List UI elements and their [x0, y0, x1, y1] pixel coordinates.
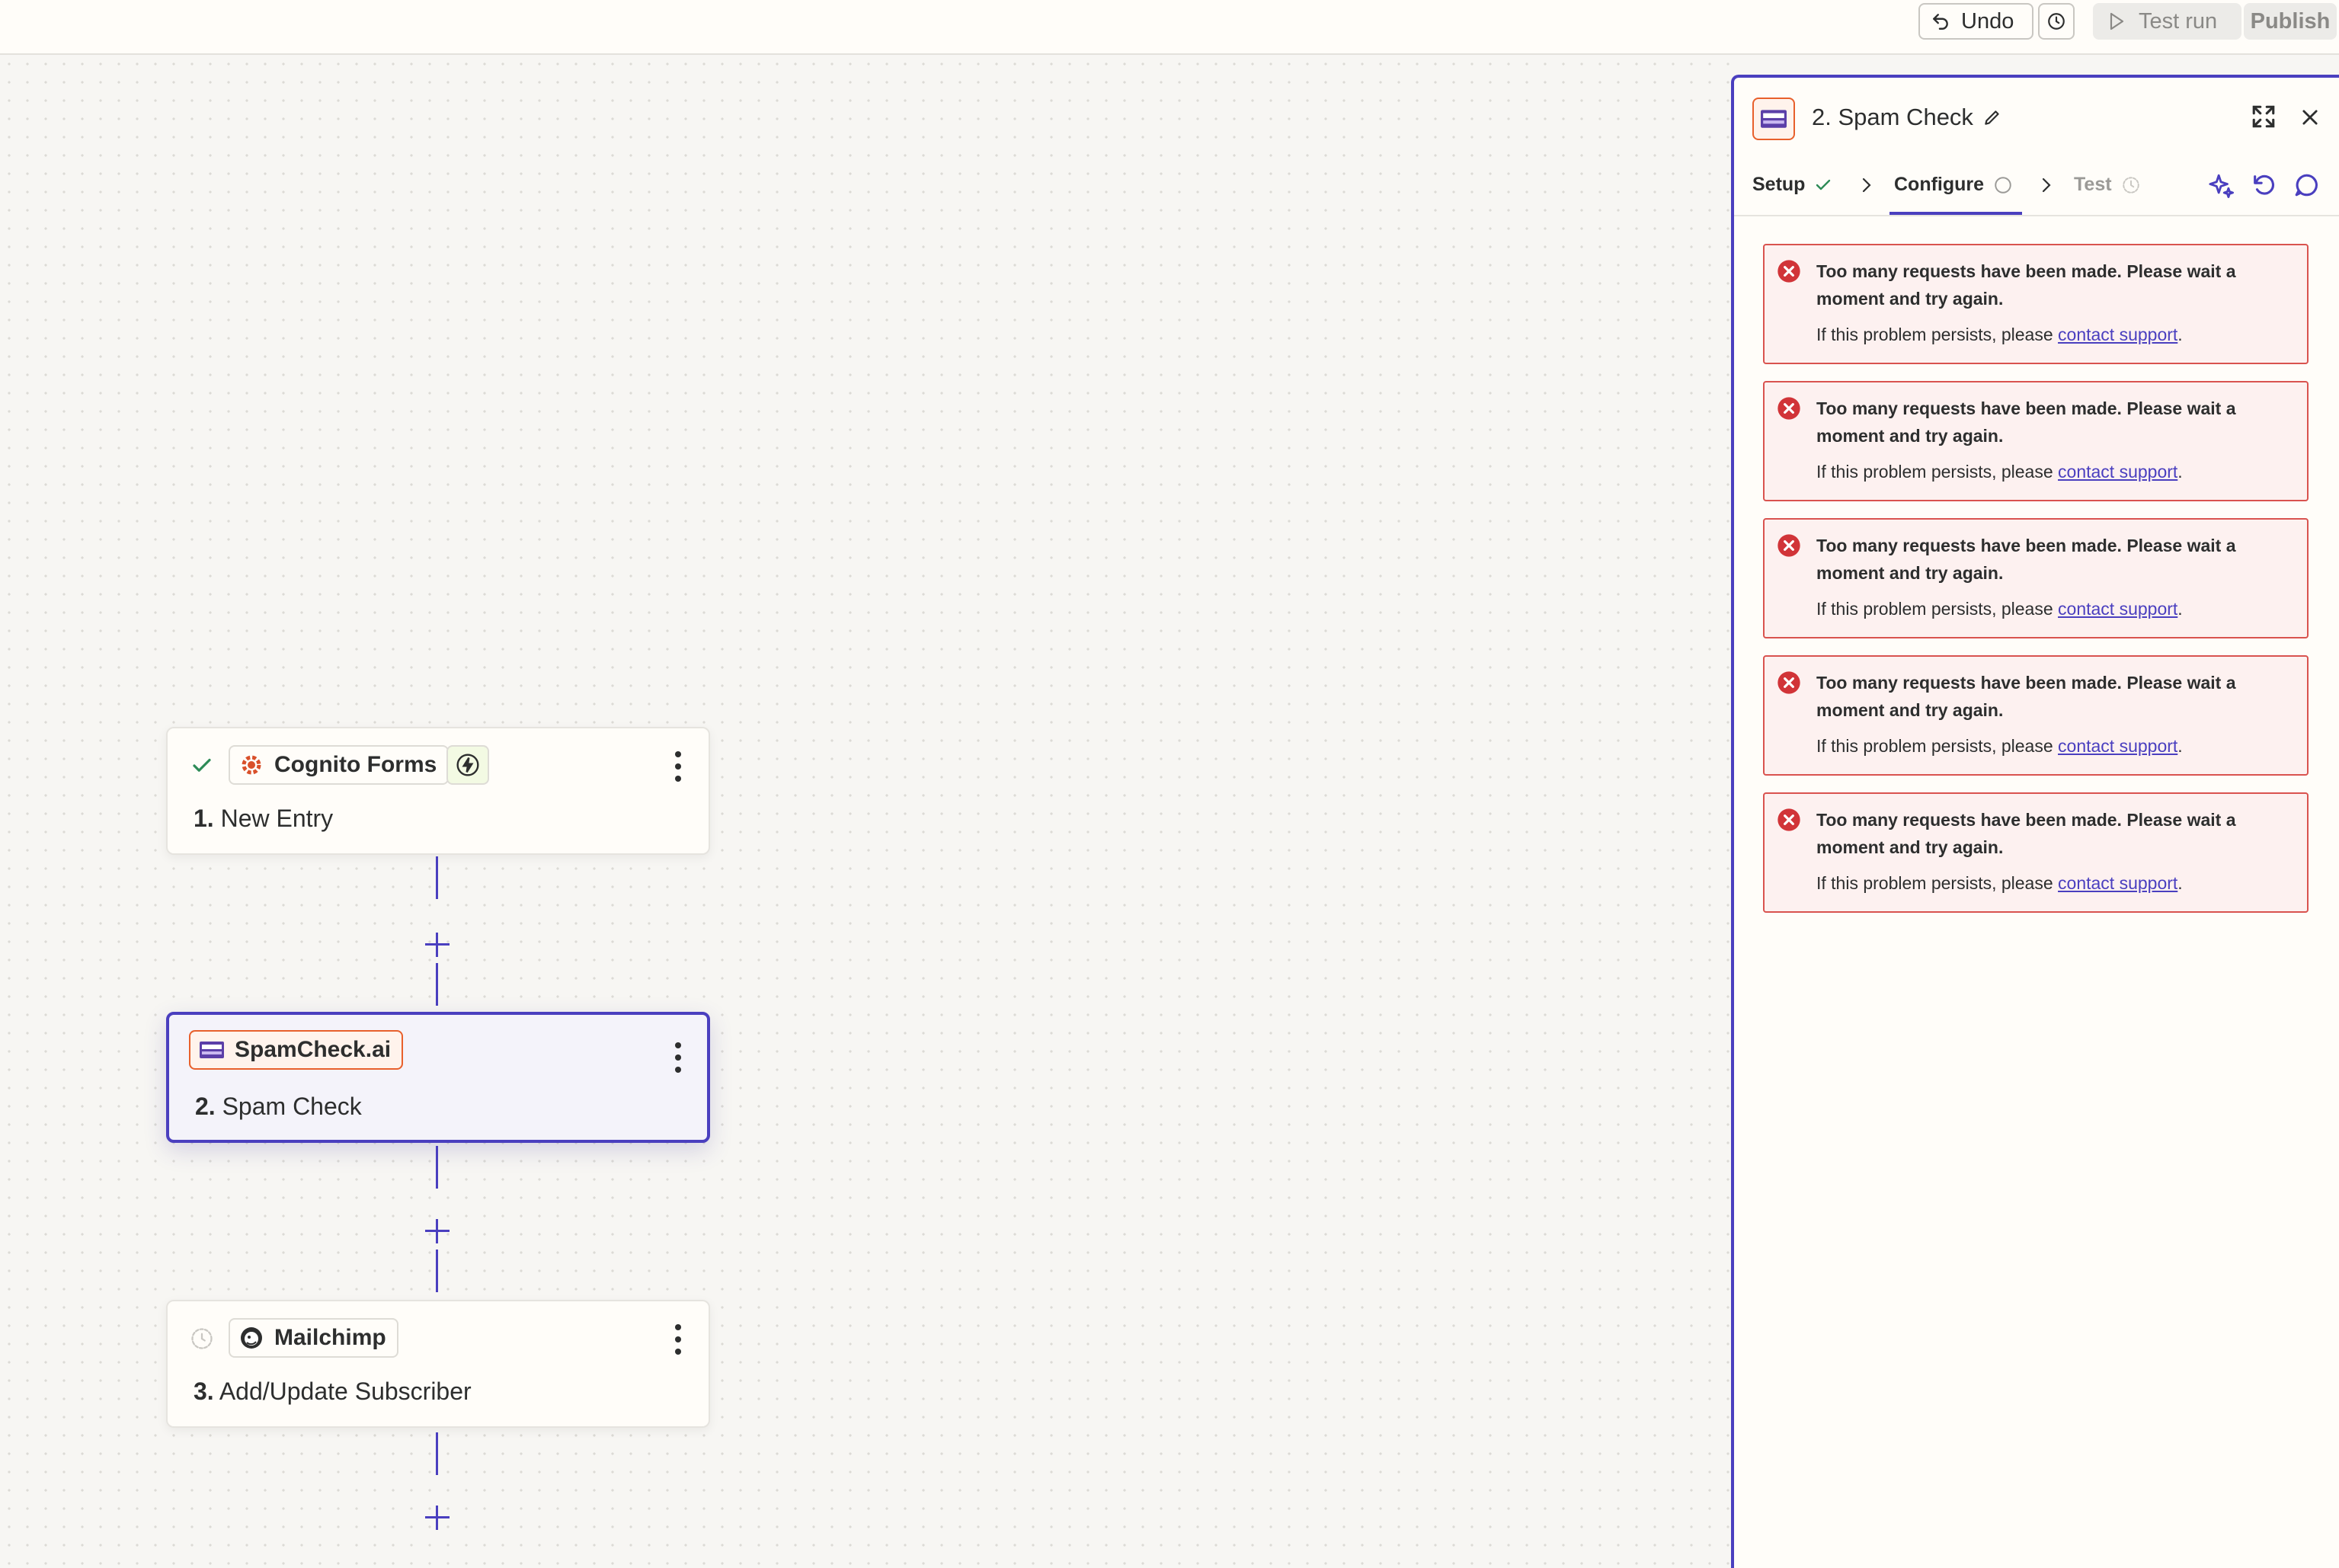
test-run-label: Test run — [2139, 8, 2218, 34]
more-options-icon[interactable] — [674, 1324, 683, 1355]
error-alert: Too many requests have been made. Please… — [1763, 381, 2309, 501]
comment-icon[interactable] — [2293, 172, 2319, 198]
connector-line — [436, 856, 438, 899]
panel-title[interactable]: 2. Spam Check — [1812, 104, 2002, 131]
error-message: Too many requests have been made. Please… — [1816, 673, 2236, 720]
expand-icon[interactable] — [2251, 104, 2277, 130]
error-message: Too many requests have been made. Please… — [1816, 536, 2236, 583]
pending-clock-icon — [2121, 175, 2141, 195]
pencil-icon[interactable] — [1982, 107, 2002, 127]
tab-test[interactable]: Test — [2074, 174, 2141, 196]
error-hint: If this problem persists, please contact… — [1816, 325, 2183, 344]
test-run-button[interactable]: Test run — [2093, 3, 2241, 40]
error-alert: Too many requests have been made. Please… — [1763, 792, 2309, 913]
panel-header: 2. Spam Check — [1734, 78, 2339, 157]
tab-setup[interactable]: Setup — [1752, 174, 1832, 196]
app-chip-cognito-forms[interactable]: Cognito Forms — [229, 745, 450, 785]
error-hint: If this problem persists, please contact… — [1816, 462, 2183, 482]
undo-label: Undo — [1961, 8, 2014, 34]
tab-configure[interactable]: Configure — [1894, 174, 2013, 196]
error-message: Too many requests have been made. Please… — [1816, 261, 2236, 309]
step-title: 1. New Entry — [194, 805, 334, 832]
close-icon[interactable] — [2299, 107, 2321, 128]
workflow-canvas[interactable]: Cognito Forms 1. New Entry SpamCheck.ai … — [0, 55, 1731, 1568]
spamcheck-icon — [200, 1038, 224, 1062]
cognito-forms-icon — [239, 753, 264, 777]
error-hint: If this problem persists, please contact… — [1816, 599, 2183, 619]
publish-button[interactable]: Publish — [2244, 3, 2337, 40]
step-card-2[interactable]: SpamCheck.ai 2. Spam Check — [166, 1012, 710, 1143]
pending-clock-icon — [190, 1327, 213, 1350]
error-icon — [1777, 397, 1800, 420]
app-name: Mailchimp — [274, 1325, 386, 1350]
spamcheck-icon — [1752, 98, 1795, 140]
step-title: 3. Add/Update Subscriber — [194, 1378, 472, 1405]
error-icon — [1777, 671, 1800, 694]
history-icon — [2048, 13, 2065, 30]
step-editor-panel: 2. Spam Check Setup Configure Test — [1731, 75, 2339, 1568]
top-toolbar: Undo Test run Publish — [0, 0, 2339, 55]
app-chip-mailchimp[interactable]: Mailchimp — [229, 1318, 398, 1358]
step-card-3[interactable]: Mailchimp 3. Add/Update Subscriber — [166, 1300, 710, 1428]
error-hint: If this problem persists, please contact… — [1816, 736, 2183, 756]
more-options-icon[interactable] — [674, 1042, 683, 1073]
error-message: Too many requests have been made. Please… — [1816, 398, 2236, 446]
error-alert: Too many requests have been made. Please… — [1763, 518, 2309, 638]
panel-tabs: Setup Configure Test — [1734, 157, 2339, 216]
add-step-icon[interactable] — [425, 1506, 450, 1530]
check-icon — [190, 754, 213, 777]
error-alert: Too many requests have been made. Please… — [1763, 244, 2309, 364]
app-name: Cognito Forms — [274, 752, 437, 777]
step-card-1[interactable]: Cognito Forms 1. New Entry — [166, 727, 710, 855]
error-icon — [1777, 260, 1800, 283]
lightning-icon — [456, 754, 479, 776]
contact-support-link[interactable]: contact support — [2058, 462, 2178, 482]
chevron-right-icon — [1862, 178, 1871, 193]
ai-sparkle-icon[interactable] — [2208, 172, 2234, 198]
connector-line — [436, 1146, 438, 1189]
connector-line — [436, 1432, 438, 1475]
error-icon — [1777, 534, 1800, 557]
version-history-button[interactable] — [2038, 3, 2075, 40]
play-icon — [2110, 12, 2124, 30]
error-list: Too many requests have been made. Please… — [1763, 244, 2309, 930]
more-options-icon[interactable] — [674, 751, 683, 782]
active-tab-indicator — [1889, 212, 2022, 215]
mailchimp-icon — [239, 1326, 264, 1350]
error-message: Too many requests have been made. Please… — [1816, 810, 2236, 857]
incomplete-circle-icon — [1993, 175, 2013, 195]
error-alert: Too many requests have been made. Please… — [1763, 655, 2309, 776]
contact-support-link[interactable]: contact support — [2058, 325, 2178, 344]
check-icon — [1814, 176, 1832, 194]
error-icon — [1777, 808, 1800, 831]
refresh-icon[interactable] — [2251, 172, 2277, 198]
publish-label: Publish — [2250, 8, 2331, 34]
step-title: 2. Spam Check — [195, 1093, 362, 1120]
add-step-icon[interactable] — [425, 933, 450, 957]
trigger-badge — [446, 745, 489, 785]
app-name: SpamCheck.ai — [235, 1037, 392, 1062]
connector-line — [436, 963, 438, 1006]
contact-support-link[interactable]: contact support — [2058, 736, 2178, 756]
error-hint: If this problem persists, please contact… — [1816, 873, 2183, 893]
add-step-icon[interactable] — [425, 1219, 450, 1243]
contact-support-link[interactable]: contact support — [2058, 599, 2178, 619]
connector-line — [436, 1250, 438, 1292]
undo-button[interactable]: Undo — [1918, 3, 2033, 40]
contact-support-link[interactable]: contact support — [2058, 873, 2178, 893]
app-chip-spamcheck[interactable]: SpamCheck.ai — [189, 1030, 404, 1070]
undo-icon — [1933, 14, 1948, 30]
chevron-right-icon — [2042, 178, 2051, 193]
